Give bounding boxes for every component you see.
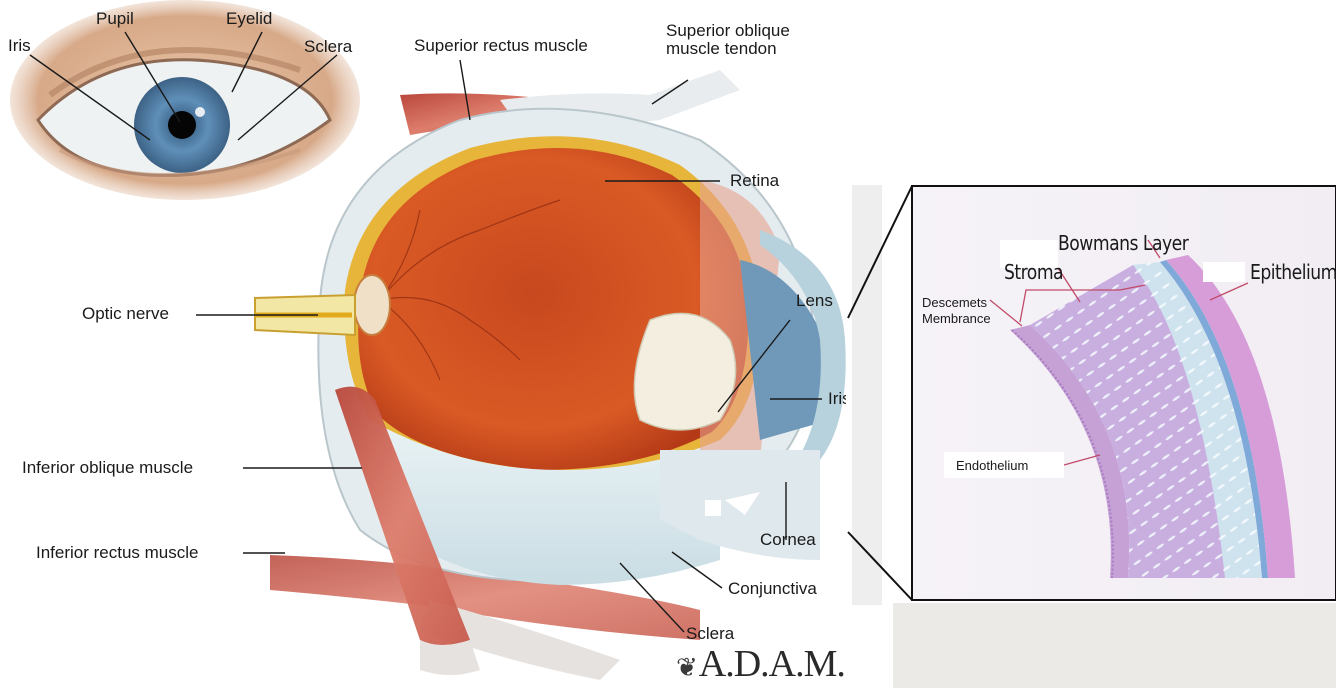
lens-shape xyxy=(634,313,735,430)
label-iris-photo: Iris xyxy=(8,37,31,55)
label-inferior-rectus: Inferior rectus muscle xyxy=(36,544,199,562)
label-pupil: Pupil xyxy=(96,10,134,28)
label-superior-rectus: Superior rectus muscle xyxy=(414,37,588,55)
pupil-photo xyxy=(168,111,196,139)
label-cornea: Cornea xyxy=(760,531,816,549)
label-lens: Lens xyxy=(796,292,833,310)
label-endothelium: Endothelium xyxy=(956,458,1028,474)
label-sclera-photo: Sclera xyxy=(304,38,352,56)
logo-text: A.D.A.M. xyxy=(699,643,845,685)
texture-strip xyxy=(893,603,1336,688)
leaf-icon: ❦ xyxy=(676,653,697,682)
label-superior-oblique: Superior oblique muscle tendon xyxy=(666,22,790,58)
label-descemets: Descemets Membrance xyxy=(922,295,991,328)
label-inferior-oblique: Inferior oblique muscle xyxy=(22,459,193,477)
label-eyelid: Eyelid xyxy=(226,10,272,28)
label-conjunctiva: Conjunctiva xyxy=(728,580,817,598)
adam-logo: ❦A.D.A.M. xyxy=(676,642,845,686)
eye-photo xyxy=(10,0,360,200)
label-retina: Retina xyxy=(730,172,779,190)
label-optic-nerve: Optic nerve xyxy=(82,305,169,323)
label-epithelium: Epithelium xyxy=(1250,262,1336,283)
label-sclera: Sclera xyxy=(686,625,734,643)
label-stroma: Stroma xyxy=(1004,262,1063,283)
label-iris: Iris xyxy=(828,390,846,408)
label-bowmans-layer: Bowmans Layer xyxy=(1058,233,1188,254)
